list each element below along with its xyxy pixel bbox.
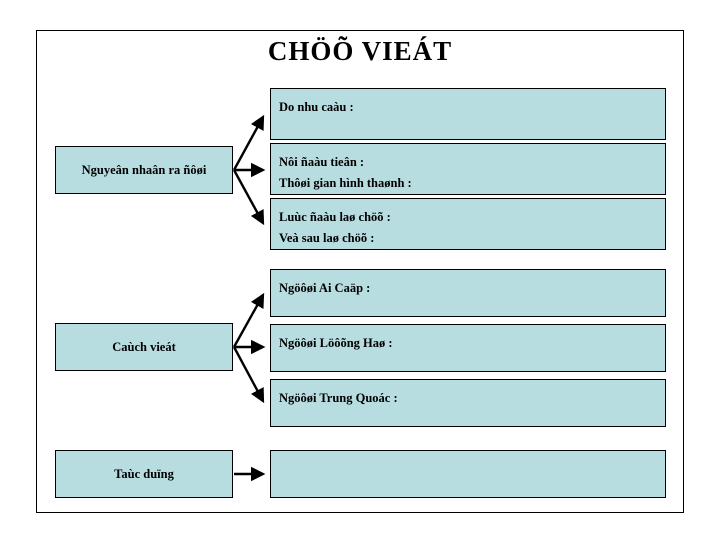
content-line: Do nhu caàu : xyxy=(279,100,354,114)
content-box-noi-dau-tien[interactable]: Nôi ñaàu tieân : Thôøi gian hình thaønh … xyxy=(270,143,666,195)
category-box-tac-dung[interactable]: Taùc duïng xyxy=(55,450,233,498)
category-label: Caùch vieát xyxy=(112,339,176,354)
content-line: Ngöôøi Löôõng Haø : xyxy=(279,336,393,350)
content-line: Luùc ñaàu laø chöõ : xyxy=(279,210,391,224)
page-title: CHÖÕ VIEÁT xyxy=(267,36,453,66)
content-box-nguoi-luong-ha[interactable]: Ngöôøi Löôõng Haø : xyxy=(270,324,666,372)
content-box-do-nhu-cau[interactable]: Do nhu caàu : xyxy=(270,88,666,140)
category-box-cach-viet[interactable]: Caùch vieát xyxy=(55,323,233,371)
category-box-nguyen-nhan-ra-doi[interactable]: Nguyeân nhaân ra ñôøi xyxy=(55,146,233,194)
category-label: Nguyeân nhaân ra ñôøi xyxy=(81,162,207,177)
content-box-nguoi-ai-cap[interactable]: Ngöôøi Ai Caäp : xyxy=(270,269,666,317)
slide-border-frame xyxy=(36,30,684,513)
content-line: Veà sau laø chöõ : xyxy=(279,231,375,245)
content-line: Ngöôøi Trung Quoác : xyxy=(279,391,398,405)
content-box-tac-dung-blank[interactable] xyxy=(270,450,666,498)
content-box-nguoi-trung-quoc[interactable]: Ngöôøi Trung Quoác : xyxy=(270,379,666,427)
category-label: Taùc duïng xyxy=(114,466,174,481)
content-line: Thôøi gian hình thaønh : xyxy=(279,176,412,190)
content-line: Ngöôøi Ai Caäp : xyxy=(279,281,371,295)
content-line: Nôi ñaàu tieân : xyxy=(279,155,365,169)
content-box-luc-dau-la-chu[interactable]: Luùc ñaàu laø chöõ : Veà sau laø chöõ : xyxy=(270,198,666,250)
